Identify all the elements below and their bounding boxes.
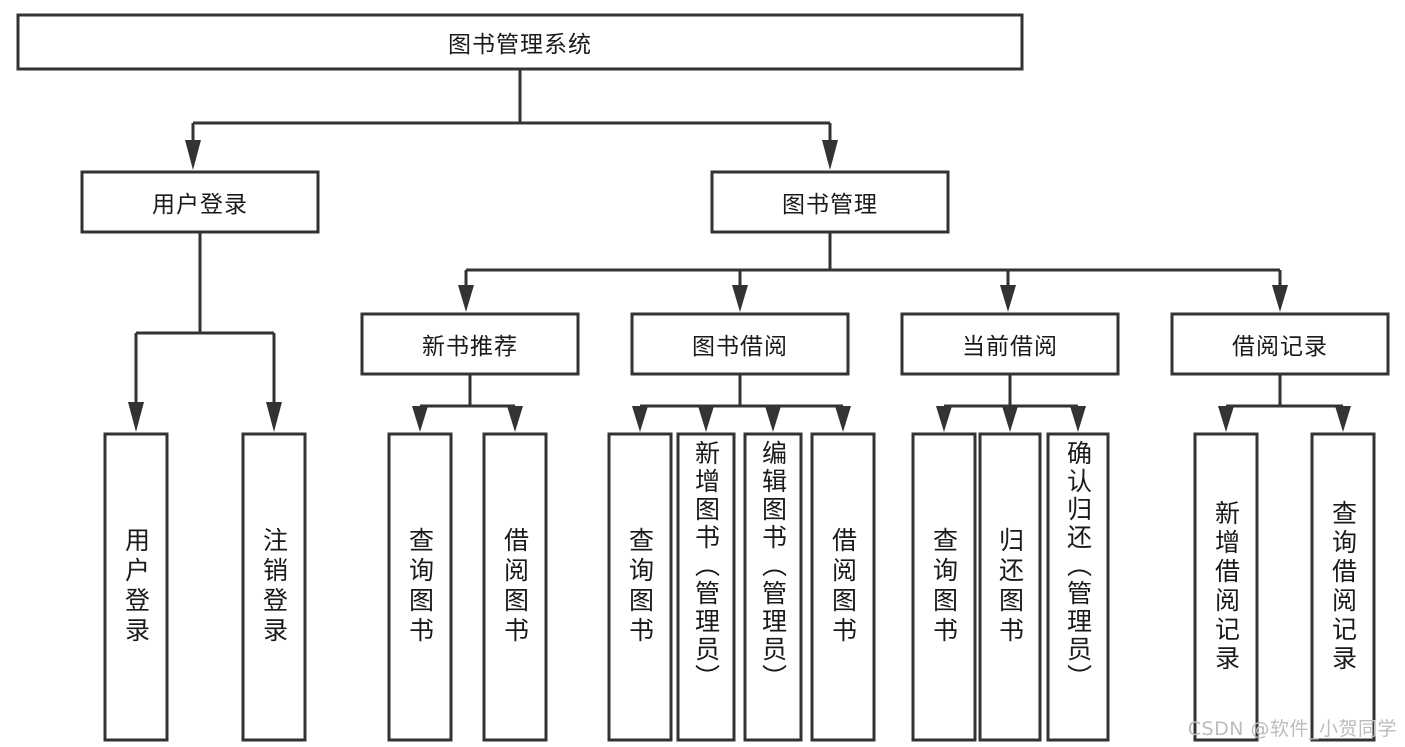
node-label-leaf-query-book-1: 查询图书 bbox=[405, 527, 435, 647]
arrow-head-leaf-borrow-book-2 bbox=[835, 406, 851, 432]
arrow-head-leaf-edit-book bbox=[765, 406, 781, 432]
node-label-leaf-confirm-return: 确认归还（管理员） bbox=[1063, 440, 1093, 692]
arrow-head-leaf-query-book-3 bbox=[936, 406, 952, 432]
node-label-leaf-query-book-2: 查询图书 bbox=[625, 527, 655, 647]
arrow-head-new-book-rec bbox=[458, 285, 474, 312]
arrow-head-leaf-logout bbox=[266, 402, 282, 432]
node-label-leaf-borrow-book-1: 借阅图书 bbox=[500, 527, 530, 647]
arrow-head-leaf-confirm-return bbox=[1070, 406, 1086, 432]
node-box-leaf-edit-book[interactable] bbox=[743, 432, 803, 742]
node-label-leaf-add-book: 新增图书（管理员） bbox=[691, 440, 721, 692]
node-label-new-book-rec: 新书推荐 bbox=[422, 334, 518, 360]
node-label-root: 图书管理系统 bbox=[448, 32, 592, 58]
arrow-head-leaf-query-book-2 bbox=[632, 406, 648, 432]
arrow-head-leaf-query-record bbox=[1335, 406, 1351, 432]
node-box-leaf-user-login[interactable] bbox=[103, 432, 169, 742]
node-box-current-borrow[interactable] bbox=[900, 312, 1120, 376]
node-box-user-login[interactable] bbox=[80, 170, 320, 234]
node-label-leaf-return-book: 归还图书 bbox=[995, 527, 1025, 647]
node-box-leaf-add-record[interactable] bbox=[1193, 432, 1259, 742]
arrow-head-user-login bbox=[185, 140, 201, 170]
node-label-current-borrow: 当前借阅 bbox=[962, 334, 1058, 360]
node-box-new-book-rec[interactable] bbox=[360, 312, 580, 376]
node-label-book-manage: 图书管理 bbox=[782, 192, 878, 218]
node-box-leaf-query-book-2[interactable] bbox=[607, 432, 673, 742]
arrow-head-current-borrow bbox=[1000, 285, 1016, 312]
node-box-leaf-borrow-book-2[interactable] bbox=[810, 432, 876, 742]
arrow-head-borrow-record bbox=[1272, 285, 1288, 312]
node-label-leaf-query-book-3: 查询图书 bbox=[929, 527, 959, 647]
arrow-head-book-manage bbox=[822, 140, 838, 170]
node-box-leaf-query-book-1[interactable] bbox=[387, 432, 453, 742]
arrow-head-leaf-add-record bbox=[1218, 406, 1234, 432]
node-box-leaf-logout[interactable] bbox=[241, 432, 307, 742]
arrow-head-leaf-add-book bbox=[698, 406, 714, 432]
watermark-text: CSDN @软件_小贺同学 bbox=[1187, 718, 1397, 740]
arrow-head-book-borrow bbox=[732, 285, 748, 312]
node-box-root[interactable] bbox=[16, 13, 1024, 71]
node-label-leaf-logout: 注销登录 bbox=[259, 527, 289, 647]
node-label-leaf-borrow-book-2: 借阅图书 bbox=[828, 527, 858, 647]
arrow-head-leaf-user-login bbox=[128, 402, 144, 432]
arrow-head-leaf-return-book bbox=[1002, 406, 1018, 432]
node-box-book-borrow[interactable] bbox=[630, 312, 850, 376]
node-box-leaf-return-book[interactable] bbox=[978, 432, 1042, 742]
node-box-leaf-query-book-3[interactable] bbox=[911, 432, 977, 742]
node-label-leaf-query-record: 查询借阅记录 bbox=[1328, 500, 1358, 674]
node-box-leaf-borrow-book-1[interactable] bbox=[482, 432, 548, 742]
arrow-head-leaf-query-book-1 bbox=[412, 406, 428, 432]
node-label-book-borrow: 图书借阅 bbox=[692, 334, 788, 360]
node-label-leaf-add-record: 新增借阅记录 bbox=[1211, 500, 1241, 674]
node-label-user-login: 用户登录 bbox=[152, 192, 248, 218]
node-label-borrow-record: 借阅记录 bbox=[1232, 334, 1328, 360]
node-box-leaf-query-record[interactable] bbox=[1310, 432, 1376, 742]
arrow-head-leaf-borrow-book-1 bbox=[507, 406, 523, 432]
node-box-book-manage[interactable] bbox=[710, 170, 950, 234]
node-label-leaf-user-login: 用户登录 bbox=[121, 527, 151, 647]
node-box-leaf-confirm-return[interactable] bbox=[1046, 432, 1110, 742]
node-box-leaf-add-book[interactable] bbox=[676, 432, 736, 742]
node-label-leaf-edit-book: 编辑图书（管理员） bbox=[758, 440, 788, 692]
